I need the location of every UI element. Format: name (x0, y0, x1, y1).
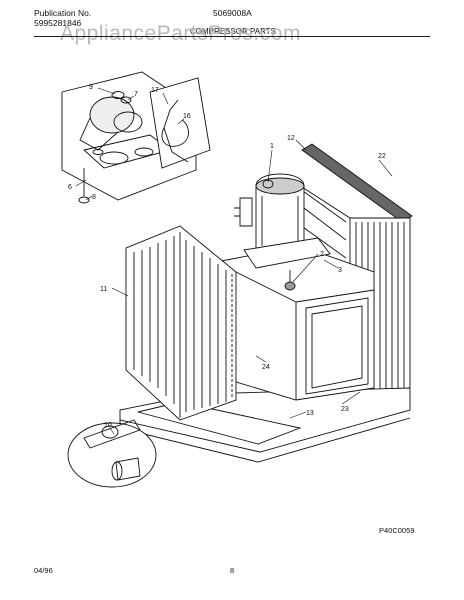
header-rule (34, 36, 430, 37)
callout-3: 3 (338, 267, 342, 274)
callout-16: 16 (183, 113, 191, 120)
callout-11: 11 (100, 286, 107, 293)
page-number: 8 (230, 566, 235, 575)
callout-7: 7 (134, 91, 138, 98)
figure-code: P40C0059 (379, 526, 415, 535)
publication-label: Publication No. (34, 8, 92, 18)
callout-22: 22 (378, 153, 386, 160)
bracket-inset (67, 419, 157, 488)
watermark: AppliancePartsPros.com (60, 22, 301, 45)
callout-labels: 9 7 17 16 6 8 1 12 22 2 3 11 24 13 23 10 (68, 84, 386, 429)
wiring-inset (149, 77, 211, 169)
callout-23: 23 (341, 406, 349, 413)
callout-8: 8 (92, 194, 96, 201)
model-number: 5069008A (213, 8, 252, 18)
callout-17: 17 (151, 87, 159, 94)
bulkhead-frame (215, 245, 375, 401)
callout-10: 10 (104, 422, 112, 429)
callout-24: 24 (262, 364, 270, 371)
callout-1: 1 (270, 143, 274, 150)
evaporator-coil (125, 225, 237, 421)
callout-12: 12 (287, 135, 295, 142)
compressor (234, 173, 331, 291)
leader-lines (75, 87, 393, 435)
callout-9: 9 (89, 84, 93, 91)
footer-date: 04/96 (34, 566, 53, 575)
publication-number: 5995281846 (34, 18, 82, 28)
callout-6: 6 (68, 184, 72, 191)
callout-2: 2 (320, 251, 324, 258)
section-title: COMPRESSOR PARTS (190, 27, 276, 36)
callout-13: 13 (306, 410, 314, 417)
top-filter-strip (301, 143, 413, 223)
